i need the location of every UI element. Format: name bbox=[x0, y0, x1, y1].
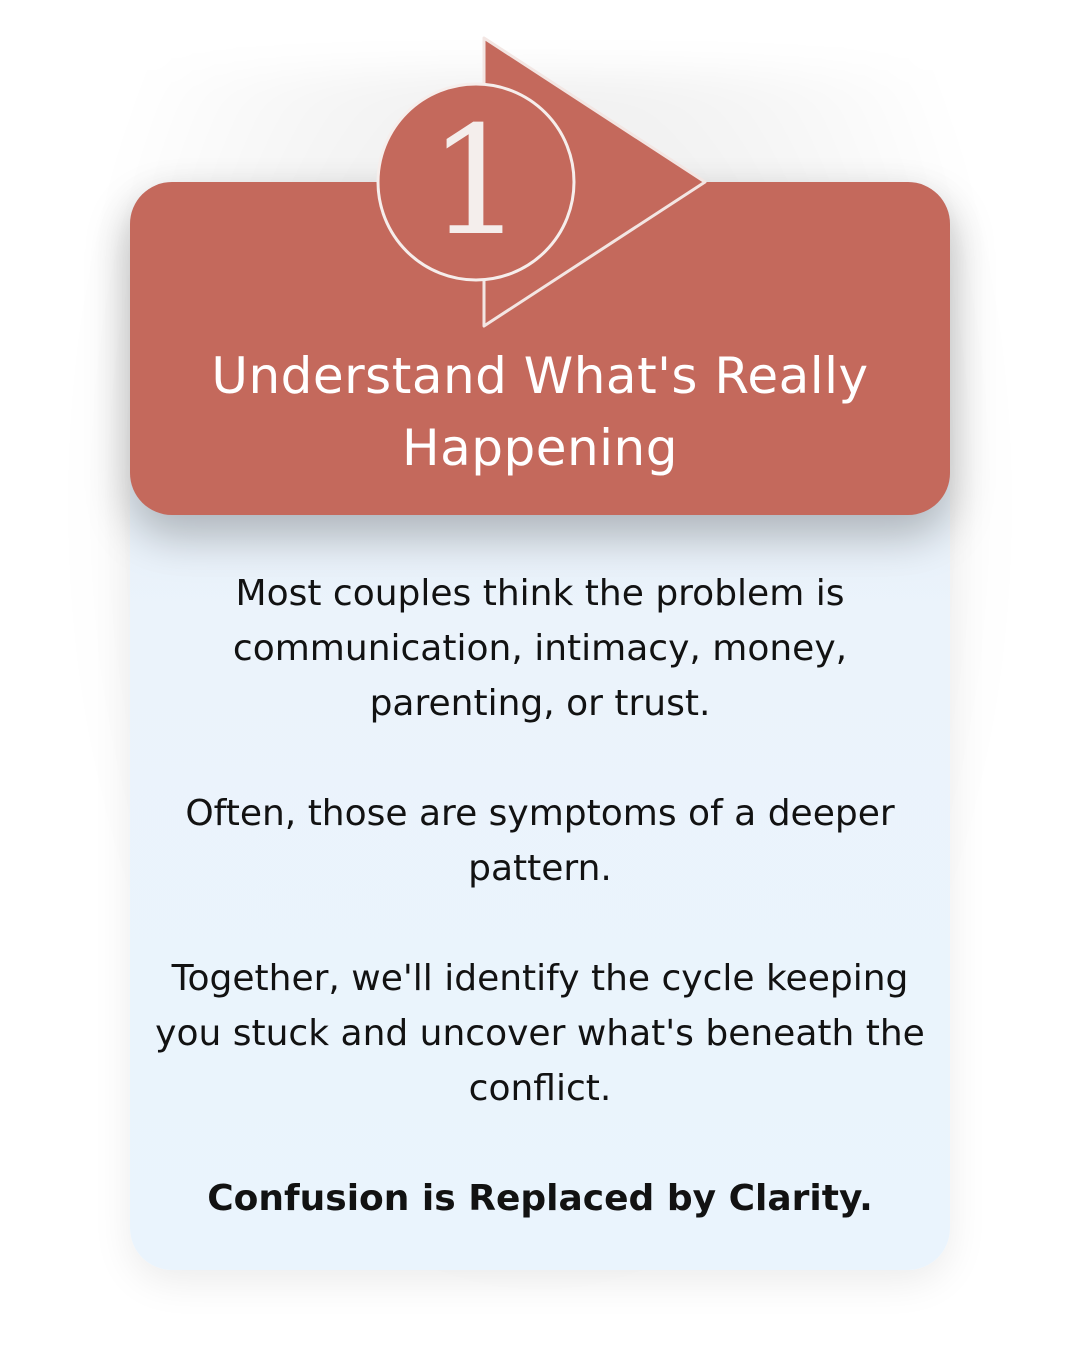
description-paragraph-1: Most couples think the problem is commun… bbox=[232, 573, 848, 724]
description-paragraph-3: Together, we'll identify the cycle keepi… bbox=[155, 958, 925, 1109]
description-paragraph-2: Often, those are symptoms of a deeper pa… bbox=[185, 793, 895, 889]
play-arrow-badge-icon bbox=[376, 36, 707, 328]
step-description: Most couples think the problem is commun… bbox=[140, 566, 940, 1226]
closing-statement: Confusion is Replaced by Clarity. bbox=[207, 1178, 873, 1219]
step-number: 1 bbox=[428, 95, 524, 269]
step-title: Understand What's Really Happening bbox=[211, 347, 869, 477]
